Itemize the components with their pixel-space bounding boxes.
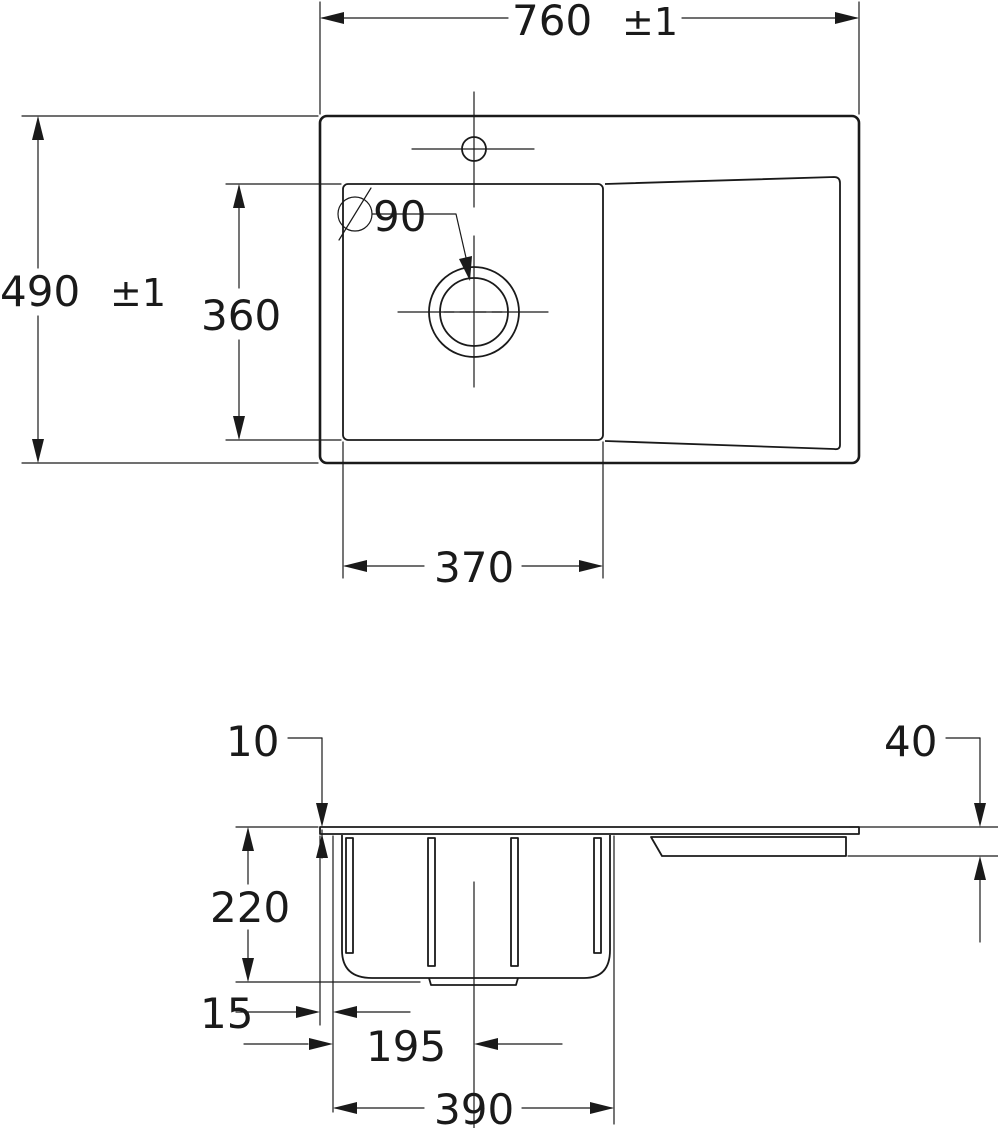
bowl-outline (342, 183, 604, 441)
wall-offset-dimension: 15 (200, 829, 411, 1113)
height-tolerance: ±1 (110, 271, 166, 315)
rim-offset-label: 10 (226, 717, 279, 766)
rim-offset-dimension: 10 (226, 717, 328, 827)
bowl-ribs (345, 837, 602, 967)
bowl-width-label: 370 (434, 543, 514, 592)
top-view: 90 760 ±1 490 ±1 (0, 0, 861, 592)
drainer-depth-label: 40 (884, 717, 937, 766)
deck-plate (319, 826, 860, 835)
sink-outline (318, 114, 861, 465)
drain-diameter-label: 90 (373, 192, 426, 241)
bowl-outer-width-dimension: 390 (333, 835, 615, 1128)
bowl-outer-width-label: 390 (434, 1085, 514, 1128)
bowl-width-dimension: 370 (342, 441, 604, 592)
drain-center-dimension: 195 (243, 1022, 563, 1071)
drainer-depth-dimension: 40 (847, 717, 998, 943)
bowl-height-dimension: 360 (201, 183, 342, 441)
height-label: 490 (0, 267, 80, 316)
width-dimension: 760 ±1 (319, 0, 860, 115)
drain-center-label: 195 (366, 1022, 446, 1071)
drainer-outline (604, 176, 841, 451)
bowl-height-label: 360 (201, 291, 281, 340)
diameter-leader: 90 (337, 187, 472, 281)
side-view: 10 40 220 (200, 717, 998, 1128)
bowl-depth-label: 220 (210, 883, 290, 932)
bowl-profile (341, 835, 611, 979)
drainer-profile (650, 836, 847, 857)
wall-offset-label: 15 (200, 989, 253, 1038)
height-dimension: 490 ±1 (0, 115, 319, 464)
width-tolerance: ±1 (622, 0, 678, 44)
drain-icon (397, 235, 549, 388)
tap-hole (411, 91, 535, 208)
width-label: 760 (512, 0, 592, 45)
bowl-depth-dimension: 220 (210, 826, 421, 983)
